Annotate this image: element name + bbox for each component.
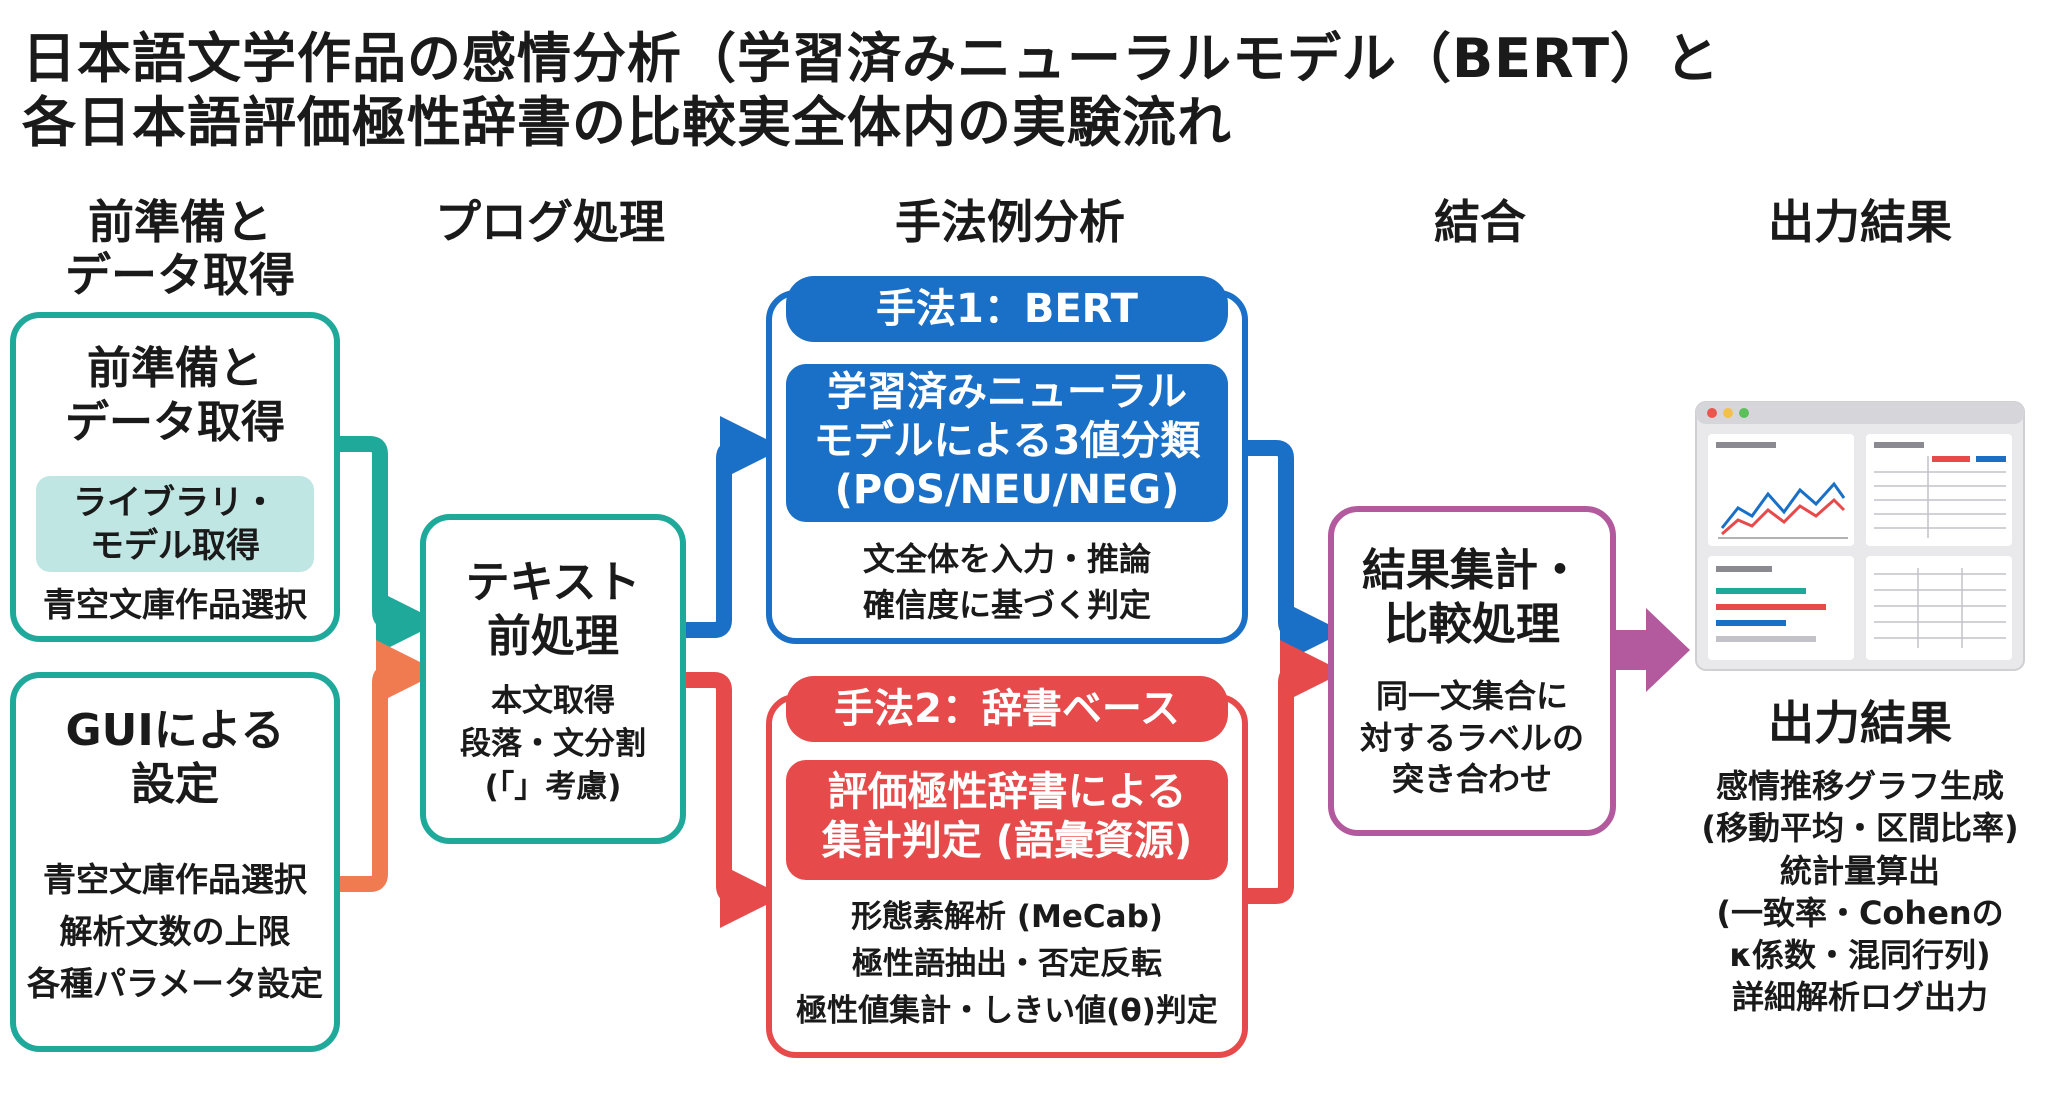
output-item: (移動平均・区間比率)	[1701, 809, 2019, 848]
column-header-prep-line2: データ取得	[65, 248, 295, 303]
method1-header: 手法1：BERT	[786, 276, 1228, 342]
text-box-title-line2: 前処理	[487, 610, 619, 662]
method2-item: 形態素解析 (MeCab)	[851, 899, 1163, 935]
merge-box-title-line2: 比較処理	[1384, 598, 1560, 650]
output-results: 出力結果 感情推移グラフ生成 (移動平均・区間比率) 統計量算出 (一致率・Co…	[1680, 696, 2040, 1019]
prep-box-title-line2: データ取得	[65, 396, 285, 448]
prep-box-item: 青空文庫作品選択	[43, 585, 307, 624]
method2-inner-label: 評価極性辞書による 集計判定 (語彙資源)	[786, 760, 1228, 880]
prep-box-title: 前準備と データ取得	[16, 342, 334, 449]
text-box-title-line1: テキスト	[465, 557, 641, 608]
prep-data-box: 前準備と データ取得 ライブラリ・ モデル取得 青空文庫作品選択	[10, 312, 340, 642]
text-preprocess-box: テキスト 前処理 本文取得 段落・文分割 (「」考慮)	[420, 514, 686, 844]
column-header-methods: 手法例分析	[895, 195, 1125, 249]
column-header-merge: 結合	[1434, 195, 1526, 249]
method2-inner-line2: 集計判定 (語彙資源)	[821, 817, 1193, 864]
method1-item: 文全体を入力・推論	[862, 540, 1151, 578]
method2-header: 手法2：辞書ベース	[786, 676, 1228, 742]
arrow-text-to-method2	[686, 672, 784, 928]
arrow-merge-to-output	[1616, 608, 1690, 692]
merge-box-title: 結果集計・ 比較処理	[1334, 544, 1610, 651]
method2-dictionary-box: 評価極性辞書による 集計判定 (語彙資源) 形態素解析 (MeCab) 極性語抽…	[766, 694, 1248, 1058]
column-header-prep-line1: 前準備と	[88, 195, 272, 249]
arrow-gui-to-text	[340, 640, 440, 892]
merge-box-title-line1: 結果集計・	[1362, 545, 1582, 596]
output-title: 出力結果	[1768, 696, 1952, 750]
output-items: 感情推移グラフ生成 (移動平均・区間比率) 統計量算出 (一致率・Cohenの …	[1680, 765, 2040, 1018]
text-box-title: テキスト 前処理	[426, 556, 680, 663]
text-item: 本文取得	[491, 683, 615, 719]
arrow-method1-to-merge	[1248, 440, 1344, 664]
method1-inner-line2: モデルによる3値分類	[813, 417, 1201, 464]
gui-item: 青空文庫作品選択	[43, 860, 307, 899]
highlight-line2: モデル取得	[90, 525, 260, 566]
output-item: 感情推移グラフ生成	[1715, 767, 2004, 806]
method1-inner-line3: (POS/NEU/NEG)	[834, 466, 1180, 513]
arrow-prep-to-text	[340, 436, 440, 654]
text-item: (「」考慮)	[484, 768, 622, 805]
merge-item: 同一文集合に	[1375, 677, 1568, 715]
output-item: 統計量算出	[1779, 851, 1940, 890]
method1-item: 確信度に基づく判定	[862, 586, 1151, 625]
dashboard-mockup-icon	[1695, 401, 2025, 671]
gui-item: 解析文数の上限	[59, 912, 291, 952]
gui-box-title-line2: 設定	[131, 758, 219, 810]
method1-items: 文全体を入力・推論 確信度に基づく判定	[772, 536, 1242, 629]
prep-box-title-line1: 前準備と	[87, 343, 263, 394]
highlight-line1: ライブラリ・	[73, 483, 277, 523]
library-model-highlight: ライブラリ・ モデル取得	[36, 476, 314, 572]
output-item: κ係数・混同行列)	[1729, 936, 1991, 975]
merge-compare-box: 結果集計・ 比較処理 同一文集合に 対するラベルの 突き合わせ	[1328, 506, 1616, 836]
diagram-title-line1: 日本語文学作品の感情分析（学習済みニューラルモデル（BERT）と	[22, 27, 1721, 90]
diagram-title-line2: 各日本語評価極性辞書の比較実全体内の実験流れ	[22, 91, 1232, 154]
merge-item: 突き合わせ	[1391, 760, 1552, 799]
output-item: 詳細解析ログ出力	[1731, 978, 1988, 1017]
method2-inner-line1: 評価極性辞書による	[827, 769, 1187, 815]
output-item: (一致率・Cohenの	[1716, 893, 2004, 932]
method2-item: 極性値集計・しきい値(θ)判定	[796, 993, 1218, 1030]
merge-item: 対するラベルの	[1359, 718, 1584, 757]
column-header-prep: 前準備と データ取得	[30, 195, 330, 303]
merge-box-items: 同一文集合に 対するラベルの 突き合わせ	[1334, 676, 1610, 801]
arrow-text-to-method1	[686, 416, 784, 638]
gui-settings-box: GUIによる 設定 青空文庫作品選択 解析文数の上限 各種パラメータ設定	[10, 672, 340, 1052]
gui-box-title-line1: GUIによる	[65, 705, 285, 756]
method1-inner-label: 学習済みニューラル モデルによる3値分類 (POS/NEU/NEG)	[786, 364, 1228, 522]
column-header-output: 出力結果	[1768, 195, 1952, 249]
method1-inner-line1: 学習済みニューラル	[827, 369, 1187, 415]
method2-items: 形態素解析 (MeCab) 極性語抽出・否定反転 極性値集計・しきい値(θ)判定	[772, 894, 1242, 1035]
gui-box-title: GUIによる 設定	[16, 704, 334, 811]
method2-item: 極性語抽出・否定反転	[852, 946, 1162, 983]
column-header-process: プログ処理	[435, 195, 665, 249]
gui-item: 各種パラメータ設定	[26, 964, 323, 1004]
arrow-method2-to-merge	[1248, 640, 1344, 904]
text-box-items: 本文取得 段落・文分割 (「」考慮)	[426, 680, 680, 808]
method1-bert-box: 学習済みニューラル モデルによる3値分類 (POS/NEU/NEG) 文全体を入…	[766, 290, 1248, 644]
text-item: 段落・文分割	[460, 725, 646, 762]
gui-box-items: 青空文庫作品選択 解析文数の上限 各種パラメータ設定	[16, 854, 334, 1010]
